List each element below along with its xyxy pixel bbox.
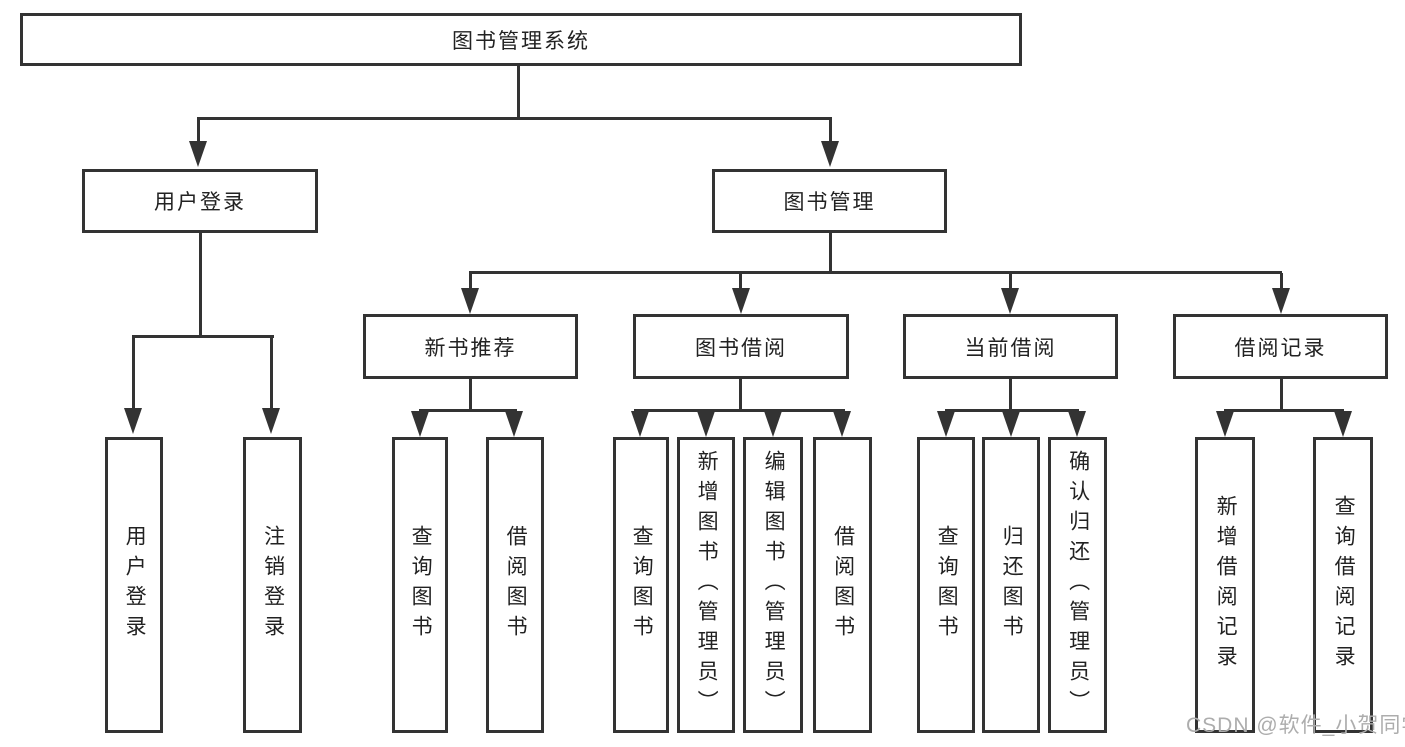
arrowhead-down-icon (821, 141, 839, 167)
leaf-current-return-books: 归还图书 (982, 437, 1040, 733)
connector-to-leaf-user-login (132, 337, 135, 411)
arrowhead-down-icon (1272, 288, 1290, 314)
leaf-newbooks-query-books: 查询图书 (392, 437, 448, 733)
leaf-newbooks-borrow-books: 借阅图书 (486, 437, 544, 733)
leaf-newbooks-borrow-books-label: 借阅图书 (504, 525, 528, 645)
connector-to-new-book-recommend (469, 273, 472, 291)
connector-user-login-stem (199, 231, 202, 338)
node-root: 图书管理系统 (20, 13, 1022, 66)
connector-to-borrow-records (1280, 273, 1283, 291)
node-new-book-recommend: 新书推荐 (363, 314, 578, 379)
arrowhead-down-icon (833, 411, 851, 437)
leaf-records-query-record: 查询借阅记录 (1313, 437, 1373, 733)
leaf-current-query-books-label: 查询图书 (935, 525, 959, 645)
leaf-logout: 注销登录 (243, 437, 302, 733)
leaf-current-query-books: 查询图书 (917, 437, 975, 733)
leaf-current-confirm-return-admin-label: 确认归还（管理员） (1066, 450, 1090, 720)
connector-new-book-recommend-hbar (419, 409, 517, 412)
node-book-management: 图书管理 (712, 169, 947, 233)
arrowhead-down-icon (697, 411, 715, 437)
leaf-borrow-borrow-books: 借阅图书 (813, 437, 872, 733)
connector-borrow-records-stem (1280, 377, 1283, 412)
connector-current-borrow-stem (1009, 377, 1012, 412)
connector-root-hbar (197, 117, 832, 120)
arrowhead-down-icon (732, 288, 750, 314)
leaf-records-add-record-label: 新增借阅记录 (1214, 495, 1238, 675)
connector-root-to-user-login (197, 119, 200, 144)
leaf-user-login: 用户登录 (105, 437, 163, 733)
leaf-user-login-label: 用户登录 (123, 525, 147, 645)
connector-book-borrow-hbar (634, 409, 845, 412)
connector-book-management-hbar (469, 271, 1282, 274)
arrowhead-down-icon (1216, 411, 1234, 437)
arrowhead-down-icon (1002, 411, 1020, 437)
leaf-borrow-edit-books-admin-label: 编辑图书（管理员） (762, 450, 786, 720)
connector-to-leaf-logout (270, 337, 273, 411)
connector-borrow-records-hbar (1224, 409, 1344, 412)
connector-root-stem (517, 64, 520, 120)
leaf-logout-label: 注销登录 (261, 525, 285, 645)
connector-root-to-book-management (829, 119, 832, 144)
arrowhead-down-icon (189, 141, 207, 167)
node-root-label: 图书管理系统 (452, 29, 590, 53)
connector-user-login-hbar (132, 335, 274, 338)
node-current-borrow-label: 当前借阅 (964, 336, 1057, 360)
arrowhead-down-icon (1334, 411, 1352, 437)
leaf-newbooks-query-books-label: 查询图书 (409, 525, 433, 645)
node-borrow-records-label: 借阅记录 (1234, 336, 1327, 360)
arrowhead-down-icon (461, 288, 479, 314)
arrowhead-down-icon (631, 411, 649, 437)
node-user-login-label: 用户登录 (154, 191, 246, 214)
connector-current-borrow-hbar (945, 409, 1079, 412)
node-user-login: 用户登录 (82, 169, 318, 233)
leaf-borrow-borrow-books-label: 借阅图书 (831, 525, 855, 645)
leaf-borrow-edit-books-admin: 编辑图书（管理员） (743, 437, 803, 733)
arrowhead-down-icon (262, 408, 280, 434)
node-book-management-label: 图书管理 (783, 191, 876, 214)
node-book-borrow: 图书借阅 (633, 314, 849, 379)
arrowhead-down-icon (124, 408, 142, 434)
connector-new-book-recommend-stem (469, 377, 472, 412)
arrowhead-down-icon (1001, 288, 1019, 314)
leaf-records-query-record-label: 查询借阅记录 (1332, 495, 1356, 675)
leaf-current-confirm-return-admin: 确认归还（管理员） (1048, 437, 1107, 733)
connector-to-book-borrow (739, 273, 742, 291)
arrowhead-down-icon (505, 411, 523, 437)
connector-book-borrow-stem (739, 377, 742, 412)
leaf-borrow-add-books-admin-label: 新增图书（管理员） (695, 450, 719, 720)
node-current-borrow: 当前借阅 (903, 314, 1118, 379)
arrowhead-down-icon (411, 411, 429, 437)
arrowhead-down-icon (764, 411, 782, 437)
leaf-borrow-query-books: 查询图书 (613, 437, 669, 733)
connector-to-current-borrow (1009, 273, 1012, 291)
arrowhead-down-icon (937, 411, 955, 437)
node-borrow-records: 借阅记录 (1173, 314, 1388, 379)
node-new-book-recommend-label: 新书推荐 (424, 336, 517, 360)
leaf-current-return-books-label: 归还图书 (1000, 525, 1024, 645)
leaf-borrow-query-books-label: 查询图书 (630, 525, 654, 645)
connector-book-management-stem (829, 231, 832, 274)
node-book-borrow-label: 图书借阅 (695, 336, 787, 360)
watermark: CSDN @软件_小贺同学 (1186, 714, 1405, 737)
leaf-borrow-add-books-admin: 新增图书（管理员） (677, 437, 735, 733)
arrowhead-down-icon (1068, 411, 1086, 437)
leaf-records-add-record: 新增借阅记录 (1195, 437, 1255, 733)
